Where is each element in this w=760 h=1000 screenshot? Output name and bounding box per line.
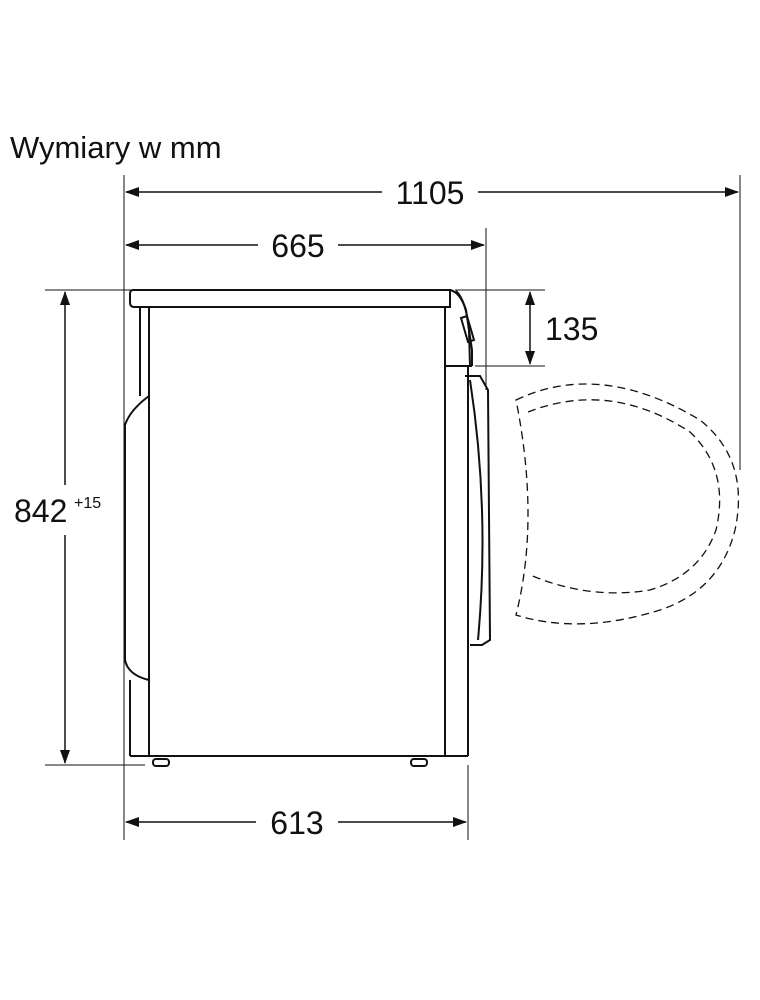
- diagram-title: Wymiary w mm: [10, 130, 222, 165]
- control-knob: [459, 314, 476, 344]
- door: [465, 375, 492, 646]
- dimension-label-842: 842: [14, 493, 67, 529]
- foot-left: [152, 758, 170, 767]
- open-door-outline: [515, 383, 740, 625]
- dimension-tolerance: +15: [74, 495, 101, 512]
- dimension-842: 842 +15: [14, 291, 101, 764]
- dimension-label-135: 135: [545, 311, 598, 347]
- dimension-1105: 1105: [125, 175, 739, 211]
- dimension-label-1105: 1105: [396, 175, 465, 211]
- foot-right: [410, 758, 428, 767]
- rear-bulge: [124, 395, 150, 681]
- dimension-135: 135: [525, 291, 598, 365]
- dimension-613: 613: [125, 805, 467, 841]
- dimension-label-665: 665: [271, 228, 324, 264]
- dryer-side-view: [124, 289, 492, 767]
- dimension-label-613: 613: [270, 805, 323, 841]
- dimension-665: 665: [125, 228, 485, 264]
- top-lid: [129, 289, 451, 308]
